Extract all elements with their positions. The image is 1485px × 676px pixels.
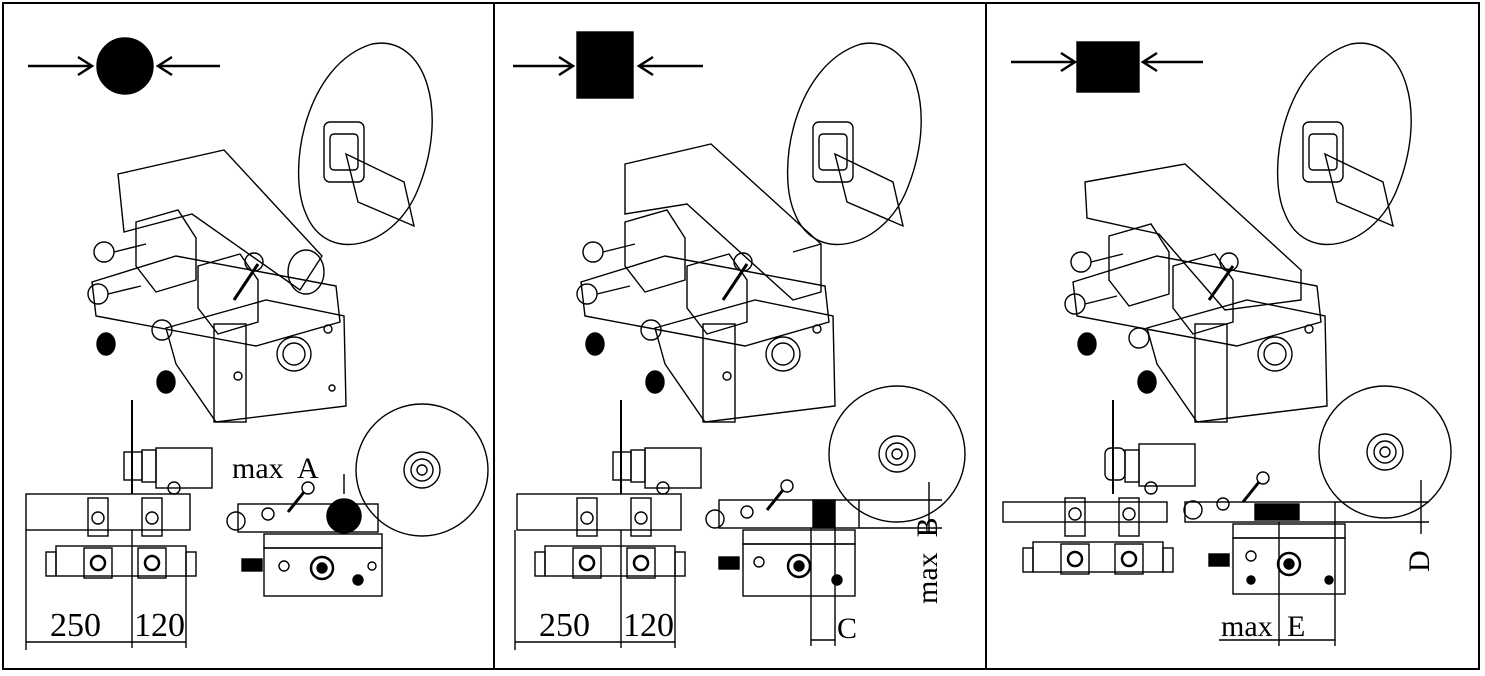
flat-product [1254, 503, 1300, 521]
dimension-label-max-b: max B [911, 517, 944, 604]
front-view [514, 400, 702, 650]
width-label-250: 250 [539, 607, 590, 644]
panel-divider-2 [985, 2, 987, 670]
label-reel-side [355, 403, 489, 537]
dimension-label-max-a: max A [232, 452, 319, 485]
side-view [1183, 385, 1452, 646]
panel-flat-profile: D max E [989, 4, 1475, 668]
label-reel [786, 42, 922, 246]
side-view [705, 385, 966, 646]
knob-handle [93, 241, 115, 263]
panel-square-profile: 250 120 max B C [497, 4, 983, 668]
profile-indicator-square [513, 31, 703, 99]
panel-divider-1 [493, 2, 495, 670]
label-reel-side [1318, 385, 1452, 519]
profile-indicator-flat [1011, 41, 1203, 93]
isometric-labeler-view [1064, 42, 1412, 423]
label-reel [1276, 42, 1412, 246]
label-reel [297, 42, 433, 246]
dimension-label-e: E [1287, 610, 1305, 643]
isometric-labeler-view [576, 42, 922, 423]
flat-profile-icon [1076, 41, 1140, 93]
profile-indicator-round [28, 37, 220, 95]
square-profile-icon [576, 31, 634, 99]
square-product [812, 499, 836, 529]
dimension-label-max: max [1221, 610, 1273, 643]
width-label-250: 250 [50, 607, 101, 644]
round-profile-icon [96, 37, 154, 95]
dimension-label-d: D [1403, 550, 1436, 572]
dimension-label-c: C [837, 612, 857, 645]
front-view [1002, 400, 1196, 575]
round-product [326, 498, 362, 534]
label-reel-side [828, 385, 966, 523]
isometric-labeler-view [87, 42, 433, 423]
side-view [226, 403, 489, 597]
panel-round-profile: 250 120 max A [6, 4, 492, 668]
front-view [25, 400, 213, 650]
width-label-120: 120 [134, 607, 185, 644]
width-label-120: 120 [623, 607, 674, 644]
